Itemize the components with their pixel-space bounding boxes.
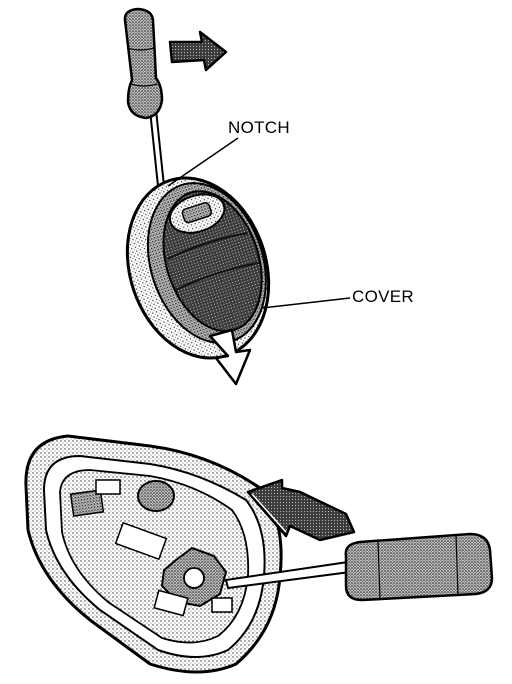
arrow-right-icon bbox=[168, 30, 228, 72]
notch-leader-line bbox=[167, 137, 239, 187]
screwdriver-icon bbox=[123, 7, 166, 187]
cover-leader-line bbox=[261, 297, 351, 309]
key-fob-icon bbox=[125, 176, 271, 360]
bottom-figure bbox=[24, 434, 494, 674]
top-figure bbox=[123, 7, 351, 386]
screwdriver-icon bbox=[224, 532, 494, 602]
open-fob-case-icon bbox=[24, 434, 283, 674]
notch-label: NOTCH bbox=[228, 118, 290, 137]
cover-label: COVER bbox=[352, 287, 414, 306]
arrow-left-icon bbox=[246, 478, 356, 542]
arrow-down-icon bbox=[208, 328, 252, 386]
